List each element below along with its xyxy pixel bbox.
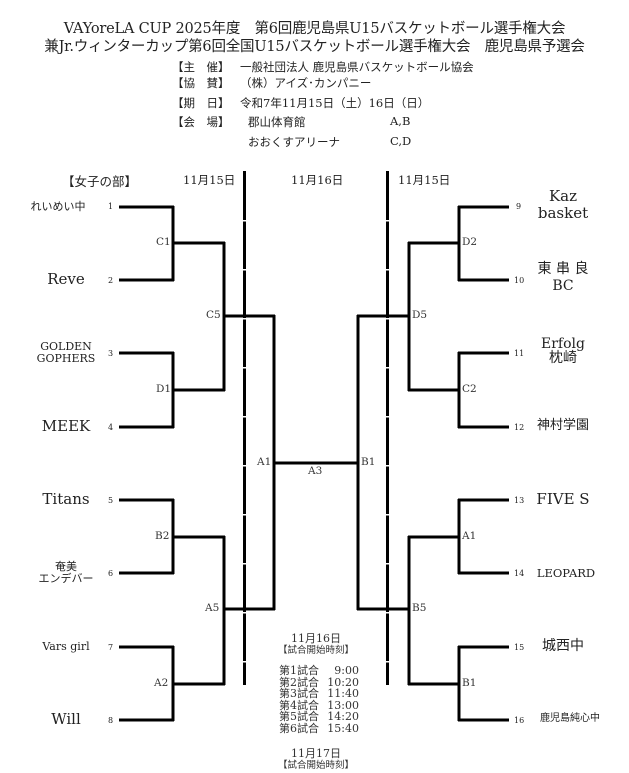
- team-name: 神村学園: [536, 418, 589, 433]
- venue-name: 郡山体育館: [248, 115, 306, 129]
- team-name: Titans: [42, 490, 90, 508]
- game-time: 9:00: [334, 664, 359, 677]
- match-label: B1: [361, 456, 376, 468]
- match-label: D2: [462, 236, 478, 248]
- match-label: D1: [156, 383, 172, 395]
- team-seed: 11: [514, 349, 525, 358]
- schedule-heading: 【試合開始時刻】: [277, 760, 354, 771]
- venue-courts: A,B: [390, 114, 411, 128]
- game-time: 11:40: [327, 687, 359, 700]
- division-label: 【女子の部】: [62, 174, 138, 189]
- team-seed: 13: [514, 496, 525, 505]
- team-seed: 6: [108, 569, 114, 578]
- schedule-row: 第4試合 13:00: [279, 698, 359, 712]
- schedule-row: 第2試合 10:20: [279, 675, 359, 689]
- game-time: 14:20: [327, 710, 359, 723]
- sponsor-label: 【協 賛】: [172, 76, 230, 90]
- team-seed: 4: [108, 423, 114, 432]
- day-header-left: 11月15日: [183, 173, 236, 187]
- match-label: A2: [154, 677, 169, 689]
- game-label: 第2試合: [279, 675, 319, 689]
- team-seed: 2: [108, 276, 114, 285]
- match-label: B2: [155, 530, 170, 542]
- schedule-list: 第1試合 9:00 第2試合 10:20 第3試合 11:40 第4試合 13:00 第5試合 1…: [279, 665, 359, 734]
- game-label: 第6試合: [279, 721, 319, 735]
- day-header-center: 11月16日: [291, 173, 344, 187]
- day-header-right: 11月15日: [398, 173, 451, 187]
- match-label: C5: [206, 309, 221, 321]
- venue-label: 【会 場】: [172, 115, 230, 129]
- sponsor: （株）アイズ･カンパニー: [240, 76, 372, 90]
- final-match-label: A3: [308, 465, 323, 477]
- team-name: MEEK: [41, 417, 91, 435]
- match-label: A1: [257, 456, 272, 468]
- team-seed: 7: [108, 643, 114, 652]
- game-time: 10:20: [327, 675, 359, 689]
- game-time: 15:40: [327, 721, 359, 735]
- organizer-label: 【主 催】: [172, 60, 230, 74]
- game-label: 第4試合: [279, 698, 319, 712]
- team-name: Kaz basket: [537, 187, 589, 222]
- team-name: GOLDEN GOPHERS: [36, 340, 96, 365]
- tournament-title-line2: 兼Jr.ウィンターカップ第6回全国U15バスケットボール選手権大会 鹿児島県予選…: [44, 39, 585, 55]
- event-date: 令和7年11月15日（土）16日（日）: [240, 96, 430, 110]
- match-label: A5: [205, 602, 220, 614]
- team-seed: 3: [108, 349, 114, 358]
- game-label: 第5試合: [279, 710, 319, 723]
- team-seed: 9: [516, 202, 522, 211]
- schedule-row: 第5試合 14:20: [279, 711, 359, 723]
- match-label: A1: [462, 530, 477, 542]
- schedule-row: 第1試合 9:00: [279, 665, 359, 677]
- team-name: 城西中: [542, 638, 584, 654]
- date-label: 【期 日】: [172, 96, 230, 110]
- team-name: 鹿児島純心中: [540, 713, 600, 724]
- team-seed: 1: [108, 202, 114, 211]
- schedule-date: 11月17日: [291, 747, 341, 760]
- team-seed: 10: [514, 276, 525, 285]
- team-seed: 16: [514, 716, 525, 725]
- team-name: Erfolg 枕崎: [541, 336, 585, 366]
- team-seed: 12: [514, 423, 525, 432]
- team-seed: 8: [108, 716, 114, 725]
- team-name: Vars girl: [42, 640, 90, 653]
- venue-courts: C,D: [390, 134, 412, 148]
- match-label: B1: [462, 677, 477, 689]
- match-label: D5: [412, 309, 428, 321]
- schedule-row: 第6試合 15:40: [279, 721, 359, 735]
- schedule-heading: 【試合開始時刻】: [277, 645, 354, 656]
- team-seed: 5: [108, 496, 114, 505]
- team-name: FIVE S: [536, 490, 590, 508]
- organizer: 一般社団法人 鹿児島県バスケットボール協会: [240, 60, 474, 74]
- team-name: 東 串 良 BC: [537, 261, 589, 294]
- match-label: C1: [156, 236, 171, 248]
- game-label: 第1試合: [279, 664, 319, 677]
- match-label: B5: [412, 602, 427, 614]
- venue-name: おおくすアリーナ: [248, 135, 340, 149]
- team-seed: 15: [514, 643, 525, 652]
- team-name: Reve: [47, 270, 85, 288]
- schedule-row: 第3試合 11:40: [279, 688, 359, 700]
- team-name: LEOPARD: [536, 566, 596, 580]
- game-label: 第3試合: [279, 687, 319, 700]
- team-name: Will: [51, 710, 81, 728]
- team-seed: 14: [514, 569, 525, 578]
- schedule-date: 11月16日: [291, 632, 341, 645]
- team-name: 奄美 エンデバー: [38, 560, 94, 585]
- team-name: れいめい中: [30, 200, 86, 213]
- game-time: 13:00: [327, 698, 359, 712]
- match-label: C2: [462, 383, 477, 395]
- tournament-title-line1: VAYoreLA CUP 2025年度 第6回鹿児島県U15バスケットボール選手…: [63, 21, 566, 37]
